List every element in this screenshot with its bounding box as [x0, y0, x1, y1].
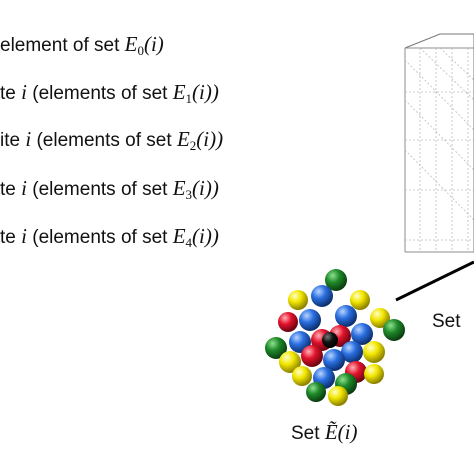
- legend-set-arg: (i): [143, 32, 164, 56]
- legend-text: (elements of set: [26, 227, 173, 248]
- legend-text: (elements of set: [31, 130, 177, 151]
- legend-set-symbol: E: [124, 32, 138, 56]
- green-sphere: [265, 337, 287, 359]
- blue-sphere: [335, 305, 357, 327]
- yellow-sphere: [363, 341, 385, 363]
- legend-line-e4: te i (elements of set E4(i)): [0, 224, 219, 251]
- legend-set-arg: (i)): [192, 176, 219, 200]
- legend-set-symbol: E: [176, 127, 190, 151]
- yellow-sphere: [350, 290, 370, 310]
- legend-set-subscript: 1: [185, 91, 193, 106]
- yellow-sphere: [288, 290, 308, 310]
- legend-set-arg: (i)): [192, 224, 219, 248]
- legend-site-symbol: i: [21, 176, 27, 200]
- yellow-sphere: [370, 308, 390, 328]
- blue-sphere: [341, 341, 363, 363]
- yellow-sphere: [292, 366, 312, 386]
- yellow-sphere: [364, 364, 384, 384]
- legend-set-symbol: E: [172, 224, 186, 248]
- legend-line-e0: element of set E0(i): [0, 32, 164, 59]
- legend-set-subscript: 4: [185, 235, 193, 250]
- legend-set-symbol: E: [172, 176, 186, 200]
- green-sphere: [325, 269, 347, 291]
- blue-sphere: [351, 323, 373, 345]
- legend-set-arg: (i)): [192, 80, 219, 104]
- legend-text: (elements of set: [26, 179, 173, 200]
- legend-site-symbol: i: [21, 80, 27, 104]
- yellow-sphere: [279, 351, 301, 373]
- legend-text: te: [0, 179, 22, 200]
- blue-sphere: [311, 285, 333, 307]
- blue-sphere: [299, 309, 321, 331]
- blue-sphere: [323, 349, 345, 371]
- legend-text: element of set: [0, 35, 125, 56]
- set-label-bottom: Set Ẽ(i): [291, 420, 357, 445]
- legend-line-e1: te i (elements of set E1(i)): [0, 80, 219, 107]
- legend-set-subscript: 3: [185, 187, 193, 202]
- legend-set-symbol: E: [172, 80, 186, 104]
- black-sphere: [322, 332, 338, 348]
- legend-text: te: [0, 227, 22, 248]
- legend-line-e2: ite i (elements of set E2(i)): [0, 127, 223, 154]
- green-sphere: [306, 382, 326, 402]
- legend-set-subscript: 2: [189, 138, 197, 153]
- legend-text: (elements of set: [26, 83, 173, 104]
- legend-set-subscript: 0: [137, 43, 144, 58]
- set-label-right: Set: [432, 311, 461, 333]
- set-label-bottom-arg: (i): [337, 420, 358, 444]
- green-sphere: [383, 319, 405, 341]
- legend-set-arg: (i)): [196, 127, 224, 151]
- legend-text: ite: [0, 130, 26, 151]
- red-sphere: [278, 312, 298, 332]
- sphere-cluster: [265, 269, 405, 406]
- legend-site-symbol: i: [25, 127, 32, 151]
- cube-top-face: [404, 33, 474, 49]
- connector-line: [395, 260, 474, 302]
- legend-text: te: [0, 83, 22, 104]
- supercell-cube: [404, 33, 474, 253]
- set-label-right-text: Set: [432, 311, 461, 332]
- red-sphere: [301, 345, 323, 367]
- set-label-bottom-symbol: Ẽ: [324, 420, 338, 444]
- cube-lattice: [404, 47, 474, 252]
- set-label-bottom-text: Set: [291, 423, 325, 444]
- legend-line-e3: te i (elements of set E3(i)): [0, 176, 219, 203]
- yellow-sphere: [328, 386, 348, 406]
- legend-site-symbol: i: [21, 224, 27, 248]
